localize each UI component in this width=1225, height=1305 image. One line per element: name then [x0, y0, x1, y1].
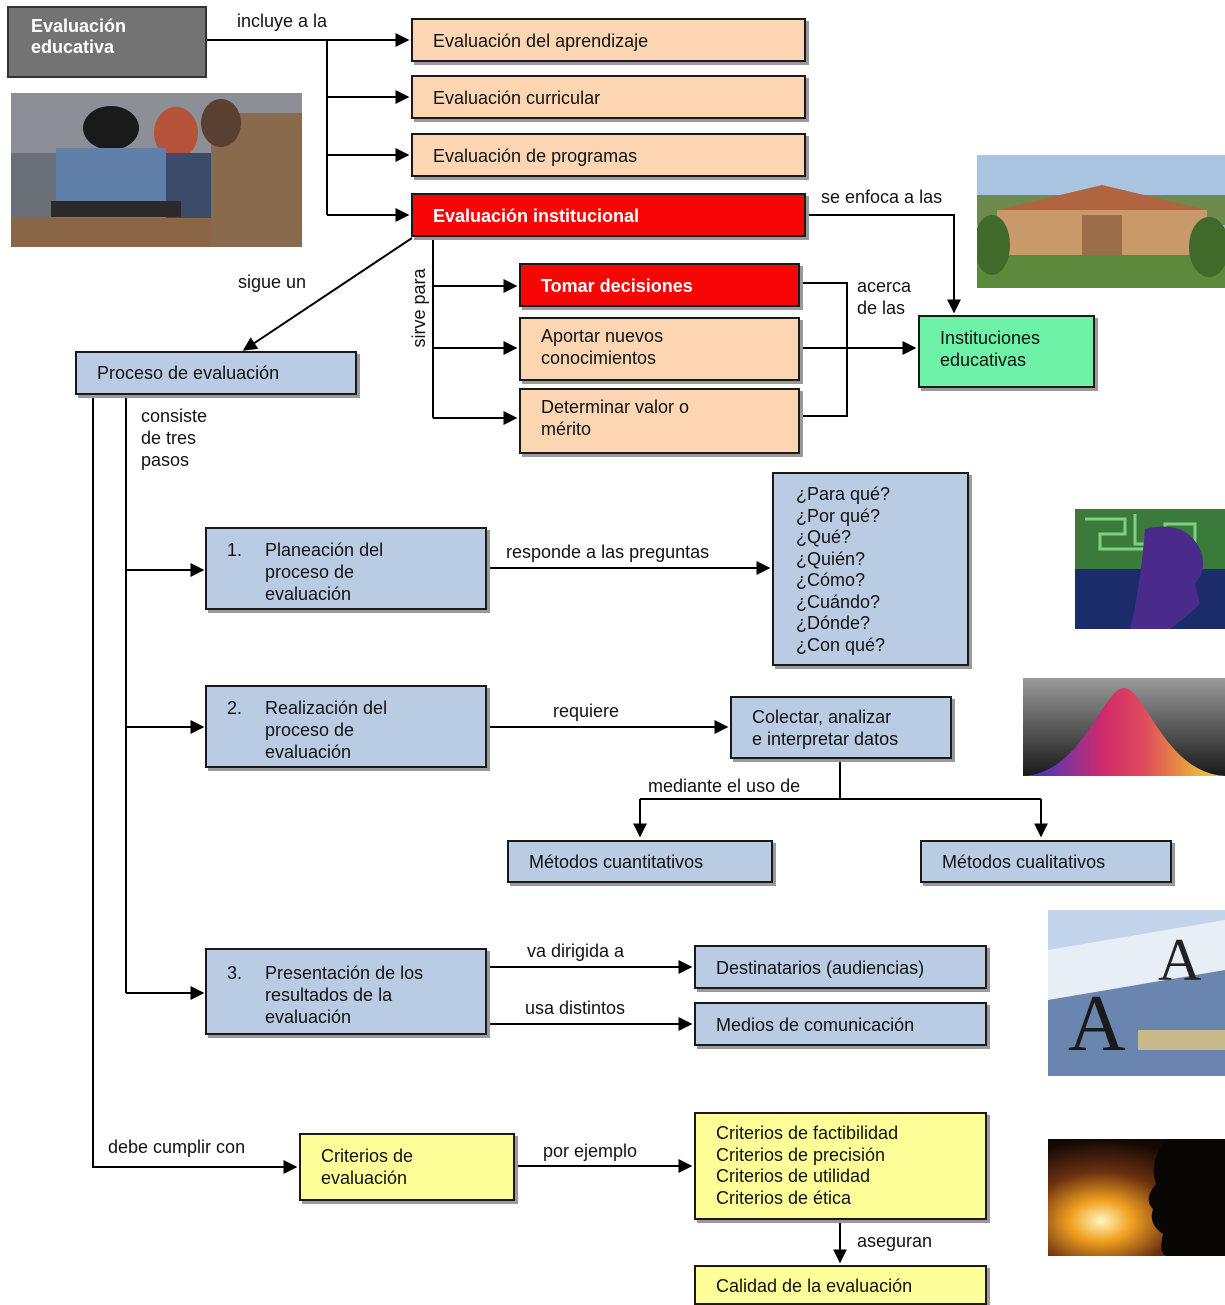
purpose-knowledge-box: Aportar nuevos conocimientos — [519, 317, 800, 381]
link-label-about: acerca de las — [857, 276, 912, 318]
step-1-label: Planeación del proceso de evaluación — [265, 540, 384, 604]
step-2-label: Realización del proceso de evaluación — [265, 698, 388, 762]
link-label-example: por ejemplo — [543, 1141, 638, 1161]
step-3-box: 3. Presentación de los resultados de la … — [205, 948, 487, 1035]
link-label-focuses: se enfoca a las — [821, 187, 943, 207]
link-label-ensure: aseguran — [857, 1231, 933, 1251]
typography-image: A A — [1048, 910, 1225, 1076]
campus-photo — [977, 155, 1225, 288]
silhouette-sun-image — [1048, 1139, 1225, 1256]
type-learning-box: Evaluación del aprendizaje — [411, 18, 806, 62]
link-label-follows: sigue un — [238, 272, 307, 292]
svg-text:A: A — [1068, 980, 1126, 1068]
svg-text:A: A — [1158, 927, 1201, 993]
link-label-through: mediante el uso de — [648, 776, 801, 796]
bell-curve-image — [1023, 678, 1225, 776]
collect-data-box: Colectar, analizar e interpretar datos — [730, 696, 952, 759]
link-label-directed: va dirigida a — [527, 941, 625, 961]
type-institutional-box: Evaluación institucional — [411, 193, 806, 237]
quantitative-methods-box: Métodos cuantitativos — [507, 840, 773, 883]
students-photo — [11, 93, 302, 247]
audiences-box: Destinatarios (audiencias) — [694, 945, 987, 989]
process-box: Proceso de evaluación — [75, 351, 357, 395]
root-concept-box: Evaluación educativa — [7, 6, 207, 78]
step-2-box: 2. Realización del proceso de evaluación — [205, 685, 487, 768]
institutions-box: Instituciones educativas — [918, 315, 1095, 388]
qualitative-methods-box: Métodos cualitativos — [920, 840, 1172, 883]
maze-head-image — [1075, 509, 1225, 629]
link-label-must: debe cumplir con — [108, 1137, 246, 1157]
link-label-uses: usa distintos — [525, 998, 626, 1018]
questions-box: ¿Para qué? ¿Por qué? ¿Qué? ¿Quién? ¿Cómo… — [772, 472, 969, 666]
media-box: Medios de comunicación — [694, 1002, 987, 1046]
purpose-merit-box: Determinar valor o mérito — [519, 388, 800, 454]
purpose-decisions-box: Tomar decisiones — [519, 263, 800, 307]
link-label-serves: sirve para — [409, 268, 429, 348]
link-label-includes: incluye a la — [237, 11, 328, 31]
link-label-requires: requiere — [553, 701, 620, 721]
type-curricular-box: Evaluación curricular — [411, 75, 806, 119]
type-programs-box: Evaluación de programas — [411, 133, 806, 177]
criteria-box: Criterios de evaluación — [299, 1133, 515, 1201]
step-1-number: 1. — [227, 540, 243, 560]
step-2-number: 2. — [227, 698, 243, 718]
link-label-consists: consiste de tres pasos — [141, 406, 208, 470]
step-3-number: 3. — [227, 963, 243, 983]
step-3-label: Presentación de los resultados de la eva… — [265, 963, 424, 1027]
criteria-list-box: Criterios de factibilidad Criterios de p… — [694, 1112, 987, 1220]
link-label-answers: responde a las preguntas — [506, 542, 710, 562]
step-1-box: 1. Planeación del proceso de evaluación — [205, 527, 487, 610]
quality-box: Calidad de la evaluación — [694, 1265, 987, 1305]
